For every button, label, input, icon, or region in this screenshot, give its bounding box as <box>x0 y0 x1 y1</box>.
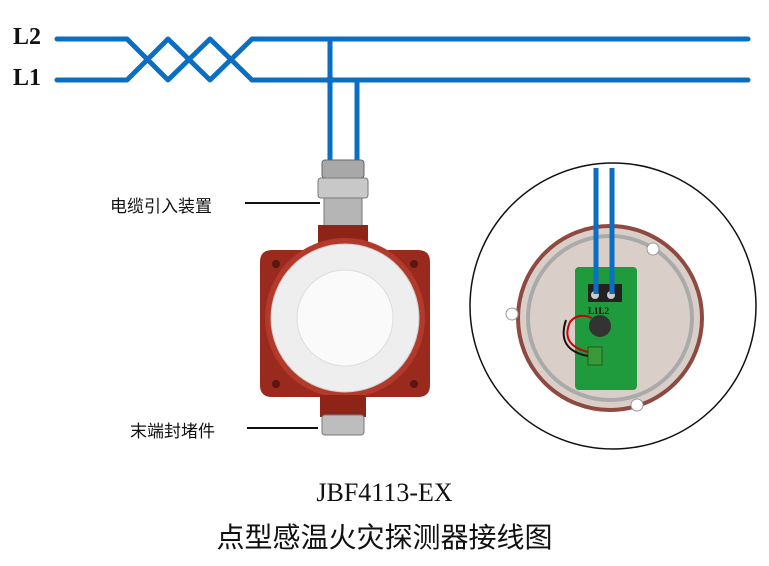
wire-label-l2: L2 <box>13 24 42 50</box>
terminal-labels: L1L2 <box>588 306 610 316</box>
end-plug <box>321 414 365 436</box>
callout-cable-entry: 电缆引入装置 <box>110 197 212 217</box>
gland-nut <box>321 159 365 179</box>
detector-device <box>260 159 430 436</box>
wire-label-l1: L1 <box>13 65 42 91</box>
junction-dot <box>326 76 334 84</box>
diagram-model: JBF4113-EX <box>316 478 453 507</box>
wire-l2 <box>54 36 255 83</box>
wire-l1 <box>54 36 751 83</box>
inset-view <box>469 162 757 450</box>
callout-end-plug: 末端封堵件 <box>130 422 215 442</box>
diagram-caption: 点型感温火灾探测器接线图 <box>216 521 553 554</box>
